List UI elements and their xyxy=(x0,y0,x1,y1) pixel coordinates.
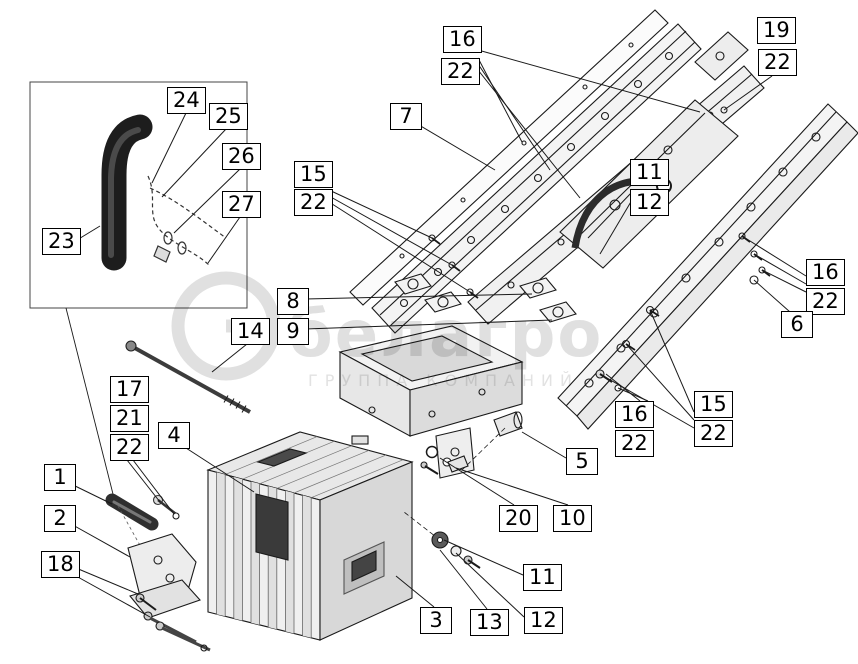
callout-17: 17 xyxy=(110,376,149,403)
callout-13: 13 xyxy=(470,609,509,636)
callout-11-bot: 11 xyxy=(523,564,562,591)
callout-8: 8 xyxy=(277,288,309,315)
mount-bracket xyxy=(105,493,211,652)
callout-22-19: 22 xyxy=(758,49,797,76)
callout-14: 14 xyxy=(231,318,270,345)
callout-3: 3 xyxy=(420,607,452,634)
callout-27: 27 xyxy=(222,191,261,218)
frame-rail-right xyxy=(557,103,858,430)
callout-2: 2 xyxy=(44,505,76,532)
leader-lines xyxy=(70,49,807,618)
counterweight-block xyxy=(206,431,414,641)
spacer-plates xyxy=(394,273,577,323)
callout-16-ml: 16 xyxy=(615,401,654,428)
callout-19: 19 xyxy=(757,17,796,44)
callout-23: 23 xyxy=(42,228,81,255)
callout-20: 20 xyxy=(499,505,538,532)
callout-21: 21 xyxy=(110,405,149,432)
callout-1: 1 xyxy=(44,464,76,491)
callout-15-lr: 15 xyxy=(694,391,733,418)
callout-22-lr: 22 xyxy=(694,420,733,447)
callout-4: 4 xyxy=(158,422,190,449)
callout-11-mid: 11 xyxy=(630,159,669,186)
callout-10: 10 xyxy=(553,505,592,532)
callout-18: 18 xyxy=(41,551,80,578)
callout-5: 5 xyxy=(566,448,598,475)
callout-22-top: 22 xyxy=(441,58,480,85)
callout-25: 25 xyxy=(209,103,248,130)
callout-16-top: 16 xyxy=(443,26,482,53)
callout-24: 24 xyxy=(167,87,206,114)
callout-26: 26 xyxy=(222,143,261,170)
callout-22-left: 22 xyxy=(294,189,333,216)
callout-16-right: 16 xyxy=(806,259,845,286)
callout-22-ml: 22 xyxy=(615,430,654,457)
callout-7: 7 xyxy=(390,103,422,130)
callout-15-left: 15 xyxy=(294,161,333,188)
callout-22-stack: 22 xyxy=(110,434,149,461)
callout-6: 6 xyxy=(781,311,813,338)
frame-strip-outer xyxy=(349,9,669,306)
callout-22-right: 22 xyxy=(806,288,845,315)
callout-12-bot: 12 xyxy=(524,607,563,634)
callout-9: 9 xyxy=(277,318,309,345)
support-tray xyxy=(338,325,524,479)
callout-12-mid: 12 xyxy=(630,189,669,216)
chain-links xyxy=(147,175,227,267)
frame-rail-left xyxy=(371,23,702,334)
rail-end-bracket xyxy=(694,31,749,114)
grab-handle xyxy=(101,114,153,271)
